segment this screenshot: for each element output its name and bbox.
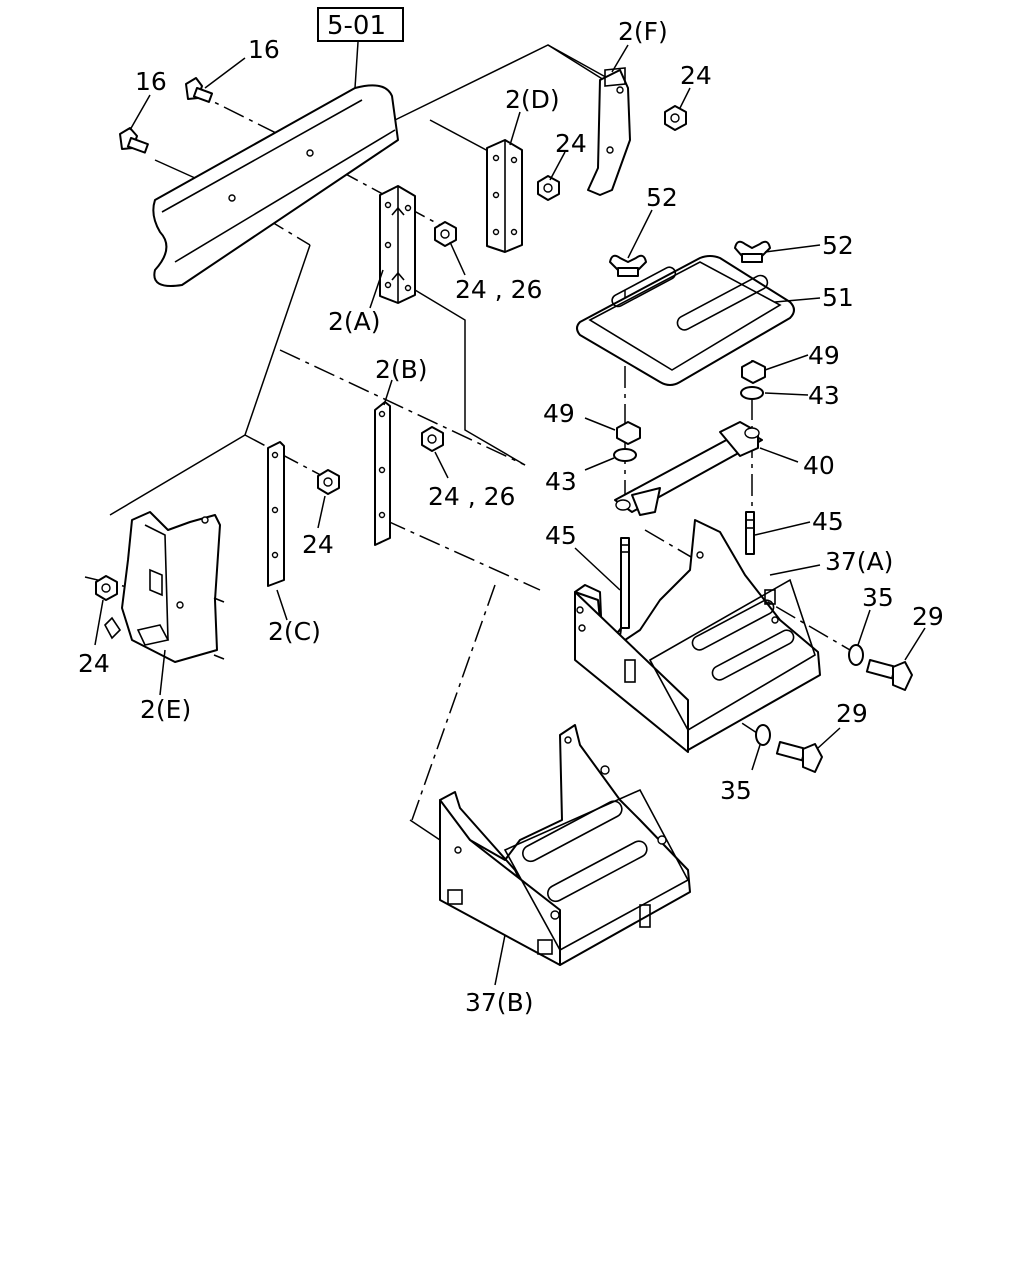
- wing-nut-52-right: [734, 240, 771, 263]
- nut-24-2c: [317, 469, 340, 495]
- label-43-right: 43: [808, 381, 840, 410]
- nut-24-2d: [537, 175, 560, 201]
- bolt-16-upper: [185, 77, 214, 103]
- label-24-2c: 24: [302, 530, 334, 559]
- callout-labels: 16 16 2(F) 24 2(D) 24 52 52 51 2(A) 24 ,…: [78, 17, 944, 1017]
- bolt-29-lower: [775, 740, 823, 773]
- washer-35-upper: [848, 644, 864, 666]
- label-35-lower: 35: [720, 776, 752, 805]
- bolt-16-lower: [119, 127, 149, 154]
- label-leaders: [94, 44, 926, 986]
- label-40: 40: [803, 451, 835, 480]
- nut-24-2f: [664, 105, 687, 131]
- label-2f: 2(F): [618, 17, 668, 46]
- bracket-2c: [267, 441, 285, 587]
- washer-43-left: [613, 448, 637, 462]
- nut-49-left: [616, 421, 641, 445]
- label-52-right: 52: [822, 231, 854, 260]
- label-16-lower: 16: [135, 67, 167, 96]
- label-37b: 37(B): [465, 988, 533, 1017]
- reference-box: [317, 7, 404, 42]
- label-2d: 2(D): [505, 85, 560, 114]
- nut-24-2a: [434, 221, 457, 247]
- reference-box-label: 5-01: [327, 11, 386, 41]
- label-45-left: 45: [545, 521, 577, 550]
- label-24-2f: 24: [680, 61, 712, 90]
- label-49-left: 49: [543, 399, 575, 428]
- label-37a: 37(A): [825, 547, 893, 576]
- bracket-2f: [587, 67, 631, 196]
- battery-tray-37b: [439, 724, 691, 966]
- label-52-left: 52: [646, 183, 678, 212]
- label-2b: 2(B): [375, 355, 428, 384]
- battery-cover-51: [576, 255, 795, 386]
- j-bolt-45-right: [745, 511, 755, 555]
- label-29-lower: 29: [836, 699, 868, 728]
- label-35-upper: 35: [862, 583, 894, 612]
- label-49-right: 49: [808, 341, 840, 370]
- label-24-2d: 24: [555, 129, 587, 158]
- label-45-right: 45: [812, 507, 844, 536]
- label-43-left: 43: [545, 467, 577, 496]
- bracket-2d: [486, 139, 523, 253]
- frame-rail: [152, 41, 399, 287]
- bolt-29-upper: [865, 658, 913, 691]
- j-bolt-45-left: [611, 537, 630, 643]
- routing-lines: [109, 44, 621, 841]
- label-2a: 2(A): [328, 307, 381, 336]
- label-2c: 2(C): [268, 617, 321, 646]
- label-51: 51: [822, 283, 854, 312]
- label-24-26-upper: 24 , 26: [455, 275, 542, 304]
- hold-down-bar-40: [614, 421, 763, 516]
- label-24-26-lower: 24 , 26: [428, 482, 515, 511]
- label-24-2e: 24: [78, 649, 110, 678]
- wing-nut-52-left: [609, 254, 647, 277]
- bracket-2a: [379, 185, 416, 304]
- label-2e: 2(E): [140, 695, 191, 724]
- nut-49-right: [741, 360, 766, 384]
- washer-43-right: [740, 386, 764, 400]
- bracket-2b: [374, 401, 391, 546]
- bracket-2e: [104, 511, 225, 663]
- battery-tray-37a: [574, 519, 821, 753]
- nut-24-2b: [421, 426, 444, 452]
- washer-35-lower: [755, 724, 771, 746]
- nut-24-2e: [95, 575, 118, 601]
- label-16-upper: 16: [248, 35, 280, 64]
- label-29-upper: 29: [912, 602, 944, 631]
